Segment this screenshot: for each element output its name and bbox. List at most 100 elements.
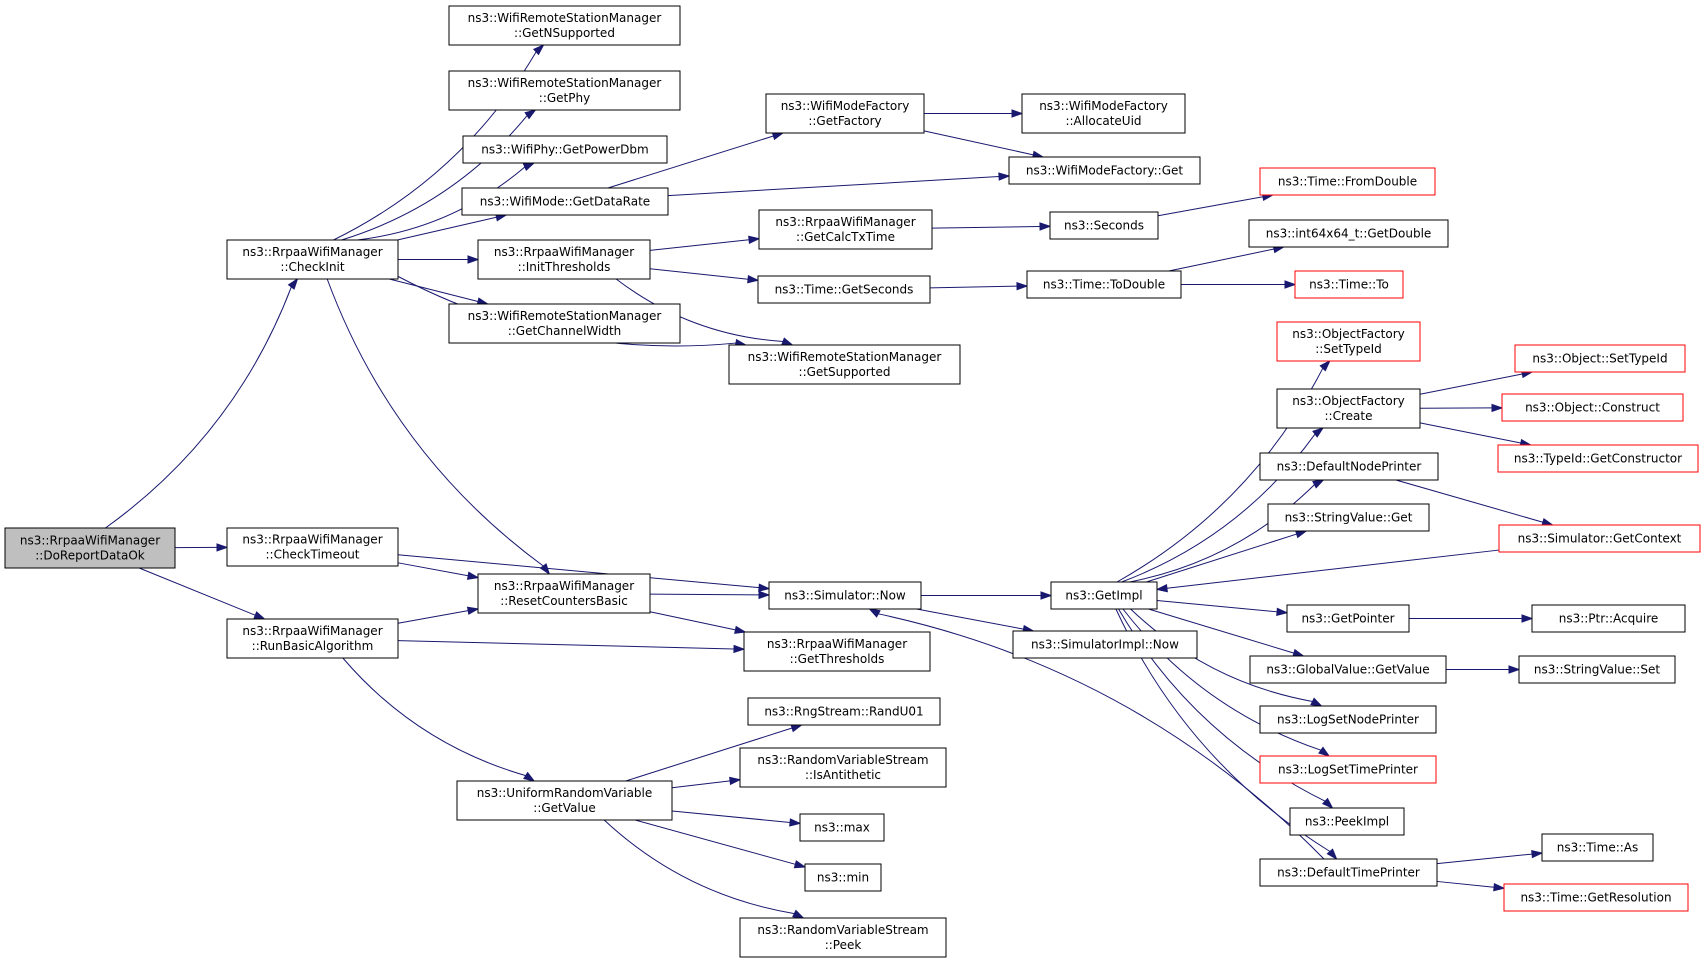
arrowhead-icon — [524, 109, 537, 120]
node-label-line: ns3::Seconds — [1064, 219, 1144, 233]
node-label-line: ::GetPhy — [539, 91, 590, 105]
function-node-simimplnow[interactable]: ns3::SimulatorImpl::Now — [1012, 630, 1198, 659]
function-node-uniformgetvalue[interactable]: ns3::UniformRandomVariable::GetValue — [456, 780, 673, 821]
arrowhead-icon — [539, 563, 551, 576]
node-label-line: ns3::Time::GetSeconds — [775, 283, 914, 297]
arrowhead-icon — [868, 608, 881, 618]
function-node-rvspeek[interactable]: ns3::RandomVariableStream::Peek — [739, 917, 947, 958]
node-box — [1259, 705, 1437, 734]
node-box — [1249, 655, 1447, 684]
edge-line — [1395, 479, 1544, 523]
arrowhead-icon — [748, 235, 761, 245]
function-node-getfactory[interactable]: ns3::WifiModeFactory::GetFactory — [765, 93, 925, 134]
node-label-line: ns3::Time::As — [1557, 841, 1639, 855]
call-edge-checkinit-to-getchannelwidth — [389, 278, 490, 306]
function-nodes: ns3::RrpaaWifiManager::DoReportDataOkns3… — [4, 5, 1701, 958]
function-node-objsettypeid[interactable]: ns3::Object::SetTypeId — [1514, 344, 1686, 373]
node-box — [462, 135, 668, 164]
function-node-checktimeout[interactable]: ns3::RrpaaWifiManager::CheckTimeout — [226, 527, 399, 567]
function-node-initthresholds[interactable]: ns3::RrpaaWifiManager::InitThresholds — [477, 239, 651, 280]
call-edge-runbasic-to-getthresholds — [397, 640, 746, 654]
function-node-getpointer[interactable]: ns3::GetPointer — [1286, 604, 1410, 633]
function-node-gvgetvalue[interactable]: ns3::GlobalValue::GetValue — [1249, 655, 1447, 684]
function-node-allocateuid[interactable]: ns3::WifiModeFactory::AllocateUid — [1021, 93, 1186, 134]
function-node-getdatarate[interactable]: ns3::WifiMode::GetDataRate — [461, 187, 669, 216]
function-node-getchannelwidth[interactable]: ns3::WifiRemoteStationManager::GetChanne… — [448, 303, 681, 344]
function-node-getimpl[interactable]: ns3::GetImpl — [1050, 581, 1158, 610]
edge-line — [1419, 373, 1523, 395]
function-node-max[interactable]: ns3::max — [799, 813, 885, 842]
function-node-logsettimeprinter[interactable]: ns3::LogSetTimePrinter — [1259, 755, 1437, 784]
node-label-line: ns3::Object::Construct — [1525, 401, 1660, 415]
function-node-peekimpl[interactable]: ns3::PeekImpl — [1289, 807, 1405, 836]
function-node-logsetnodeprinter[interactable]: ns3::LogSetNodePrinter — [1259, 705, 1437, 734]
node-label-line: ns3::LogSetTimePrinter — [1278, 763, 1418, 777]
node-box — [1008, 156, 1201, 185]
node-box — [4, 527, 176, 569]
edge-line — [1157, 196, 1264, 217]
function-node-settypeid[interactable]: ns3::ObjectFactory::SetTypeId — [1276, 321, 1421, 362]
node-label-line: ns3::RrpaaWifiManager — [775, 215, 915, 229]
function-node-seconds[interactable]: ns3::Seconds — [1049, 211, 1159, 240]
call-edge-getimpl-to-getpointer — [1156, 599, 1289, 616]
function-node-fromdouble[interactable]: ns3::Time::FromDouble — [1259, 167, 1436, 196]
function-node-getcalctxtime[interactable]: ns3::RrpaaWifiManager::GetCalcTxTime — [758, 209, 933, 250]
node-box — [757, 275, 931, 304]
node-box — [1503, 883, 1689, 912]
function-node-todouble[interactable]: ns3::Time::ToDouble — [1026, 270, 1182, 299]
function-node-randu01[interactable]: ns3::RngStream::RandU01 — [747, 697, 941, 726]
function-node-getconstructor[interactable]: ns3::TypeId::GetConstructor — [1497, 444, 1699, 473]
node-label-line: ::GetNSupported — [514, 26, 615, 40]
function-node-getcontext[interactable]: ns3::Simulator::GetContext — [1498, 524, 1701, 553]
function-node-getsupported[interactable]: ns3::WifiRemoteStationManager::GetSuppor… — [728, 344, 961, 385]
function-node-defaultnodeprinter[interactable]: ns3::DefaultNodePrinter — [1259, 452, 1439, 481]
arrowhead-icon — [1310, 697, 1323, 707]
edge-line — [916, 608, 1024, 630]
node-box — [758, 209, 933, 250]
function-node-getnsupported[interactable]: ns3::WifiRemoteStationManager::GetNSuppo… — [448, 5, 681, 46]
node-label-line: ::IsAntithetic — [805, 768, 881, 782]
function-node-ofcreate[interactable]: ns3::ObjectFactory::Create — [1276, 388, 1421, 429]
function-node-getpowerdbm[interactable]: ns3::WifiPhy::GetPowerDbm — [462, 135, 668, 164]
edge-line — [649, 593, 760, 596]
function-node-defaulttimeprinter[interactable]: ns3::DefaultTimePrinter — [1259, 858, 1438, 887]
function-node-getphy[interactable]: ns3::WifiRemoteStationManager::GetPhy — [448, 70, 681, 111]
function-node-wmfget[interactable]: ns3::WifiModeFactory::Get — [1008, 156, 1201, 185]
node-box — [1259, 858, 1438, 887]
node-box — [461, 187, 669, 216]
function-node-min[interactable]: ns3::min — [804, 863, 882, 892]
function-node-simnow[interactable]: ns3::Simulator::Now — [768, 581, 922, 610]
arrowhead-icon — [216, 543, 229, 552]
node-box — [1286, 604, 1410, 633]
function-node-runbasic[interactable]: ns3::RrpaaWifiManager::RunBasicAlgorithm — [226, 618, 399, 659]
call-edge-uniformgetvalue-to-isantithetic — [671, 776, 742, 789]
function-node-timeto[interactable]: ns3::Time::To — [1294, 270, 1404, 299]
node-label-line: ns3::max — [814, 821, 870, 835]
function-node-isantithetic[interactable]: ns3::RandomVariableStream::IsAntithetic — [739, 747, 947, 788]
arrowhead-icon — [466, 606, 480, 615]
node-label-line: ns3::RrpaaWifiManager — [242, 533, 382, 547]
edge-line — [1156, 599, 1278, 613]
function-node-resetcounters[interactable]: ns3::RrpaaWifiManager::ResetCountersBasi… — [477, 573, 651, 614]
arrowhead-icon — [790, 724, 804, 733]
node-label-line: ns3::WifiPhy::GetPowerDbm — [481, 143, 648, 157]
arrowhead-icon — [1155, 584, 1168, 593]
function-node-objconstruct[interactable]: ns3::Object::Construct — [1501, 393, 1684, 422]
call-edge-getimpl-to-gvgetvalue — [1148, 608, 1305, 657]
function-node-timeas[interactable]: ns3::Time::As — [1541, 833, 1654, 862]
call-edge-getimpl-to-stringvalueget — [1146, 530, 1308, 583]
edge-line — [397, 562, 469, 577]
function-node-int64getdouble[interactable]: ns3::int64x64_t::GetDouble — [1248, 219, 1449, 248]
call-edge-checkinit-to-resetcounters — [326, 278, 551, 576]
function-node-getresolution[interactable]: ns3::Time::GetResolution — [1503, 883, 1689, 912]
node-box — [477, 573, 651, 614]
arrowhead-icon — [523, 771, 536, 782]
function-node-getthresholds[interactable]: ns3::RrpaaWifiManager::GetThresholds — [743, 631, 931, 672]
node-box — [1049, 211, 1159, 240]
function-node-stringvalueget[interactable]: ns3::StringValue::Get — [1267, 503, 1430, 532]
function-node-ptracquire[interactable]: ns3::Ptr::Acquire — [1531, 604, 1686, 633]
function-node-stringvalueset[interactable]: ns3::StringValue::Set — [1518, 655, 1676, 684]
function-node-timegetseconds[interactable]: ns3::Time::GetSeconds — [757, 275, 931, 304]
function-node-checkinit[interactable]: ns3::RrpaaWifiManager::CheckInit — [226, 239, 399, 280]
call-edge-timegetseconds-to-todouble — [929, 281, 1029, 291]
